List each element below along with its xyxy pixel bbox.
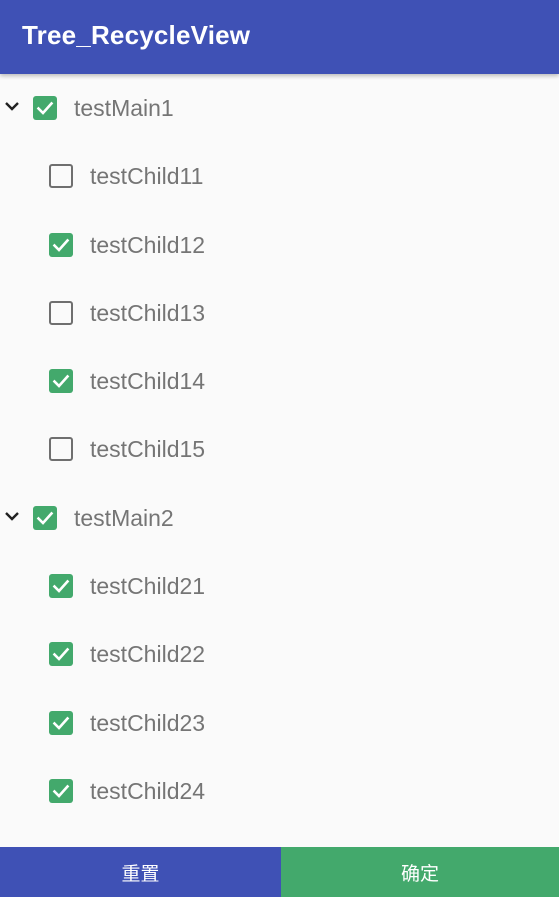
tree-item-label: testChild14	[90, 368, 206, 395]
tree-item-label: testChild23	[90, 709, 206, 736]
tree-item-label: testChild13	[90, 299, 206, 326]
checkbox-unchecked[interactable]	[49, 164, 73, 189]
tree-child-row-testchild13[interactable]: testChild13	[0, 279, 559, 347]
reset-button[interactable]: 重置	[0, 847, 281, 897]
checkbox-checked[interactable]	[49, 642, 73, 667]
tree-child-row-testchild24[interactable]: testChild24	[0, 757, 559, 825]
tree-child-row-testchild23[interactable]: testChild23	[0, 689, 559, 757]
tree-child-row-testchild12[interactable]: testChild12	[0, 211, 559, 279]
chevron-down-icon[interactable]	[2, 506, 22, 526]
confirm-button[interactable]: 确定	[281, 847, 559, 897]
checkbox-checked[interactable]	[33, 96, 57, 120]
chevron-down-icon[interactable]	[2, 96, 22, 116]
checkbox-checked[interactable]	[33, 505, 57, 530]
tree-group-row-testmain2[interactable]: testMain2	[0, 484, 559, 552]
tree-item-label: testChild11	[90, 163, 204, 190]
checkbox-checked[interactable]	[49, 574, 73, 599]
tree-item-label: testChild22	[90, 641, 206, 668]
tree-child-row-testchild21[interactable]: testChild21	[0, 552, 559, 620]
checkbox-unchecked[interactable]	[49, 300, 73, 325]
checkbox-checked[interactable]	[49, 232, 73, 257]
tree-child-row-testchild14[interactable]: testChild14	[0, 347, 559, 415]
tree-item-label: testChild21	[90, 573, 206, 600]
checkbox-checked[interactable]	[49, 369, 73, 394]
bottom-button-bar: 重置 确定	[0, 847, 559, 897]
checkbox-checked[interactable]	[49, 778, 73, 803]
checkbox-checked[interactable]	[49, 710, 73, 735]
tree-item-label: testChild12	[90, 231, 206, 258]
tree-item-label: testMain1	[74, 95, 174, 121]
tree-item-label: testChild15	[90, 436, 206, 463]
checkbox-unchecked[interactable]	[49, 437, 73, 462]
tree-group-row-testmain1[interactable]: testMain1	[0, 74, 559, 142]
tree-child-row-testchild15[interactable]: testChild15	[0, 415, 559, 483]
tree-item-label: testChild24	[90, 777, 206, 804]
tree-child-row-testchild22[interactable]: testChild22	[0, 620, 559, 688]
tree-item-label: testMain2	[74, 504, 174, 531]
tree-list[interactable]: testMain1 testChild11 testChild12 testChild…	[0, 74, 559, 825]
app-title: Tree_RecycleView	[22, 20, 251, 50]
tree-child-row-testchild11[interactable]: testChild11	[0, 142, 559, 210]
app-bar: Tree_RecycleView	[0, 0, 559, 74]
